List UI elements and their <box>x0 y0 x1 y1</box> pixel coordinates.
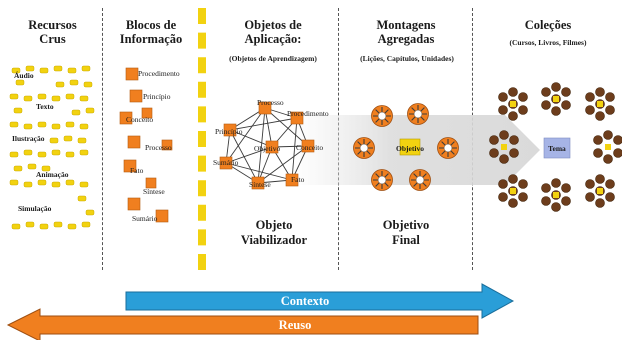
network-node-summary: Sumário <box>213 158 239 167</box>
block-item-principle: Princípio <box>143 92 171 101</box>
network-node-procedure: Procedimento <box>287 109 329 118</box>
assembly-wheels <box>353 103 459 191</box>
raw-item-text: Texto <box>36 102 54 111</box>
network-node-synthesis: Síntese <box>249 180 271 189</box>
network-node-fact: Fato <box>291 175 305 184</box>
raw-item-animation: Animação <box>36 170 69 179</box>
collections-title: Coleções <box>524 18 572 32</box>
assembly-center-label: Objetivo <box>396 144 424 153</box>
network-node-process: Processo <box>257 98 284 107</box>
raw-resources-field <box>9 65 95 230</box>
raw-item-audio: Áudio <box>14 71 34 80</box>
network-node-principle: Princípio <box>215 127 243 136</box>
assembly-wheel <box>437 137 459 159</box>
block-item-synthesis: Síntese <box>143 187 165 196</box>
context-arrow-label: Contexto <box>280 294 330 308</box>
info-block-cubes <box>119 67 173 223</box>
assembly-wheel <box>371 169 393 191</box>
raw-item-illustration: Ilustração <box>12 134 45 143</box>
network-node-objective: Objetivo <box>254 144 281 153</box>
block-item-procedure: Procedimento <box>138 69 180 78</box>
block-item-process: Processo <box>145 143 172 152</box>
context-arrow <box>125 283 515 319</box>
assembly-wheel <box>371 105 393 127</box>
application-objects-subtitle: (Objetos de Aprendizagem) <box>229 54 317 63</box>
raw-item-simulation: Simulação <box>18 204 52 213</box>
assembly-wheel <box>407 103 429 125</box>
aggregate-assemblies-subtitle: (Lições, Capítulos, Unidades) <box>360 54 454 63</box>
assembly-wheel <box>409 169 431 191</box>
reuse-arrow <box>6 308 479 340</box>
collection-center-square <box>543 137 571 159</box>
reuse-arrow-label: Reuso <box>278 318 312 332</box>
network-node-concept: Conceito <box>296 143 324 152</box>
divider-raw-blocks <box>102 8 103 270</box>
collections-subtitle: (Cursos, Livros, Filmes) <box>509 38 587 47</box>
yellow-divider <box>198 8 206 270</box>
collection-yellow-dots <box>501 96 611 198</box>
block-item-fact: Fato <box>130 166 144 175</box>
block-item-concept: Conceito <box>126 115 154 124</box>
assembly-wheel <box>353 137 375 159</box>
collection-center-label: Tema <box>548 144 566 153</box>
object-network-nodes <box>219 101 315 190</box>
assembly-center-square <box>399 138 421 156</box>
block-item-summary: Sumário <box>132 214 158 223</box>
